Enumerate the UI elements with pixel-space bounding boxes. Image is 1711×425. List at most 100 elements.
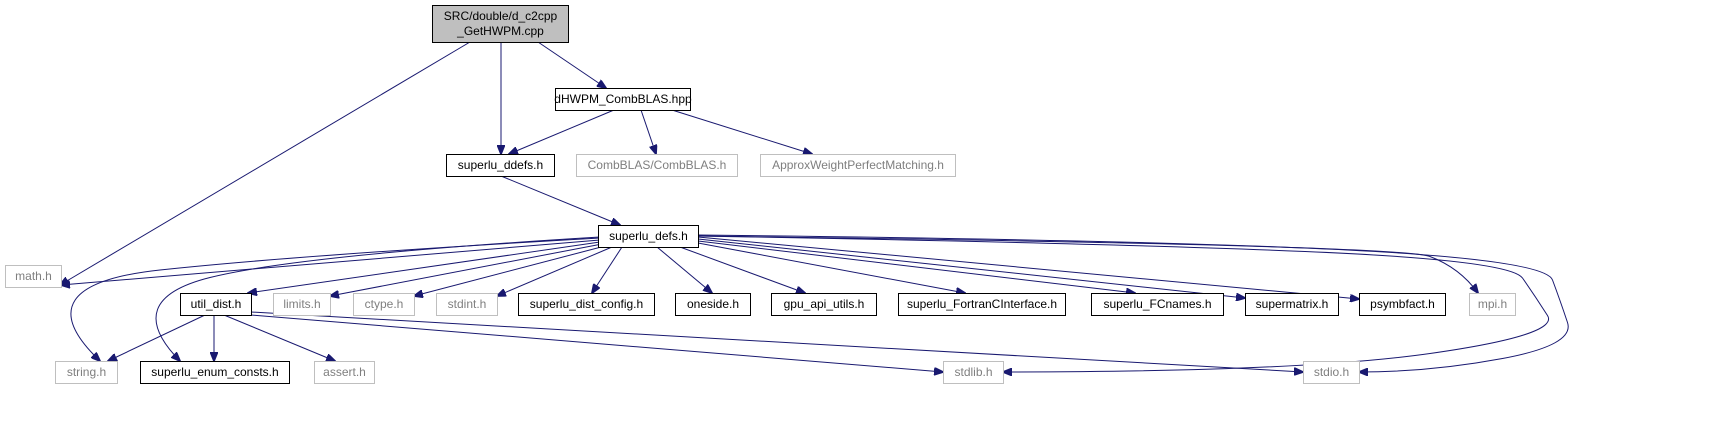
node-box-supermatrix <box>1245 293 1339 316</box>
edge-defs-to-distconfig <box>592 246 623 293</box>
node-label-fortran: superlu_FortranCInterface.h <box>907 297 1057 311</box>
node-label-root-line-2: _GetHWPM.cpp <box>456 24 544 38</box>
edge-defs-to-fcnames <box>697 240 1135 293</box>
edge-ddefs-to-defs <box>500 175 620 225</box>
node-box-stdint <box>436 293 498 316</box>
node-label-psymbfact: psymbfact.h <box>1370 297 1435 311</box>
node-box-ctype <box>353 293 415 316</box>
node-label-ctype: ctype.h <box>365 297 404 311</box>
node-label-supermatrix: supermatrix.h <box>1256 297 1329 311</box>
node-box-root <box>432 5 569 43</box>
node-box-distconfig <box>518 293 655 316</box>
node-label-root-line-1: SRC/double/d_c2cpp <box>444 9 558 23</box>
node-box-fcnames <box>1091 293 1224 316</box>
node-box-enumconsts <box>140 361 290 384</box>
node-limits: limits.h <box>273 293 331 316</box>
edge-defs-to-ctype <box>414 245 606 296</box>
node-string: string.h <box>55 361 118 384</box>
edge-dhwpm-to-approx <box>671 109 812 154</box>
file-nodes: SRC/double/d_c2cpp_GetHWPM.cpp dHWPM_Comb… <box>5 5 1516 384</box>
node-label-stdint: stdint.h <box>448 297 487 311</box>
node-label-utildist: util_dist.h <box>191 297 242 311</box>
edge-defs-to-utildist <box>248 241 601 293</box>
edge-root-to-math <box>60 41 471 285</box>
edge-defs-to-supermatrix <box>697 238 1245 298</box>
node-label-ddefs: superlu_ddefs.h <box>458 158 543 172</box>
edge-defs-to-fortran <box>697 242 965 293</box>
node-approx: ApproxWeightPerfectMatching.h <box>760 154 956 177</box>
node-enumconsts[interactable]: superlu_enum_consts.h <box>140 361 290 384</box>
edge-utildist-to-stdlib <box>250 314 943 372</box>
node-ddefs[interactable]: superlu_ddefs.h <box>446 154 555 177</box>
node-box-fortran <box>898 293 1066 316</box>
edge-defs-to-psymbfact <box>697 236 1359 299</box>
node-box-defs <box>598 225 699 248</box>
node-box-approx <box>760 154 956 177</box>
edge-defs-to-limits <box>330 243 603 296</box>
node-box-math <box>5 265 62 288</box>
node-psymbfact[interactable]: psymbfact.h <box>1359 293 1446 316</box>
edge-dhwpm-to-combblas <box>640 109 656 154</box>
edge-utildist-to-stdio <box>250 311 1303 372</box>
node-label-string: string.h <box>67 365 106 379</box>
node-label-assert: assert.h <box>323 365 366 379</box>
node-box-gpuapi <box>771 293 877 316</box>
node-defs[interactable]: superlu_defs.h <box>598 225 699 248</box>
node-label-defs: superlu_defs.h <box>609 229 688 243</box>
node-box-combblas <box>576 154 738 177</box>
node-label-stdlib: stdlib.h <box>954 365 992 379</box>
node-label-oneside: oneside.h <box>687 297 739 311</box>
dependency-edges <box>60 41 1569 372</box>
node-label-approx: ApproxWeightPerfectMatching.h <box>772 158 944 172</box>
node-stdint: stdint.h <box>436 293 498 316</box>
node-gpuapi[interactable]: gpu_api_utils.h <box>771 293 877 316</box>
edge-utildist-to-string <box>108 314 206 361</box>
node-label-gpuapi: gpu_api_utils.h <box>784 297 865 311</box>
node-label-stdio: stdio.h <box>1314 365 1349 379</box>
node-box-utildist <box>180 293 252 316</box>
node-box-dhwpm <box>555 88 691 111</box>
node-box-mpi <box>1469 293 1516 316</box>
node-box-stdlib <box>943 361 1004 384</box>
node-supermatrix[interactable]: supermatrix.h <box>1245 293 1339 316</box>
edge-utildist-to-assert <box>223 314 335 361</box>
node-box-limits <box>273 293 331 316</box>
edge-defs-to-math <box>61 239 601 285</box>
edge-dhwpm-to-ddefs <box>509 109 615 154</box>
node-box-string <box>55 361 118 384</box>
edge-defs-to-gpuapi <box>679 246 805 293</box>
node-label-fcnames: superlu_FCnames.h <box>1103 297 1211 311</box>
node-label-combblas: CombBLAS/CombBLAS.h <box>588 158 727 172</box>
node-mpi: mpi.h <box>1469 293 1516 316</box>
node-box-oneside <box>675 293 751 316</box>
node-label-limits: limits.h <box>283 297 320 311</box>
node-dhwpm[interactable]: dHWPM_CombBLAS.hpp <box>554 88 692 111</box>
node-distconfig[interactable]: superlu_dist_config.h <box>518 293 655 316</box>
edge-defs-to-stdint <box>497 246 613 296</box>
node-root[interactable]: SRC/double/d_c2cpp_GetHWPM.cpp <box>432 5 569 43</box>
node-assert: assert.h <box>314 361 375 384</box>
node-fortran[interactable]: superlu_FortranCInterface.h <box>898 293 1066 316</box>
node-stdlib: stdlib.h <box>943 361 1004 384</box>
node-label-dhwpm: dHWPM_CombBLAS.hpp <box>554 92 692 106</box>
node-box-stdio <box>1303 361 1360 384</box>
edge-defs-to-stdio <box>697 234 1569 372</box>
edge-defs-to-enumconsts <box>155 236 601 361</box>
node-label-mpi: mpi.h <box>1478 297 1507 311</box>
node-box-ddefs <box>446 154 555 177</box>
node-stdio: stdio.h <box>1303 361 1360 384</box>
node-fcnames[interactable]: superlu_FCnames.h <box>1091 293 1224 316</box>
node-oneside[interactable]: oneside.h <box>675 293 751 316</box>
node-label-enumconsts: superlu_enum_consts.h <box>151 365 278 379</box>
node-combblas: CombBLAS/CombBLAS.h <box>576 154 738 177</box>
node-box-psymbfact <box>1359 293 1446 316</box>
node-ctype: ctype.h <box>353 293 415 316</box>
node-box-assert <box>314 361 375 384</box>
edge-defs-to-oneside <box>656 246 712 293</box>
node-label-distconfig: superlu_dist_config.h <box>530 297 643 311</box>
node-utildist[interactable]: util_dist.h <box>180 293 252 316</box>
edge-root-to-dhwpm <box>537 41 606 88</box>
node-math: math.h <box>5 265 62 288</box>
node-label-math: math.h <box>15 269 52 283</box>
